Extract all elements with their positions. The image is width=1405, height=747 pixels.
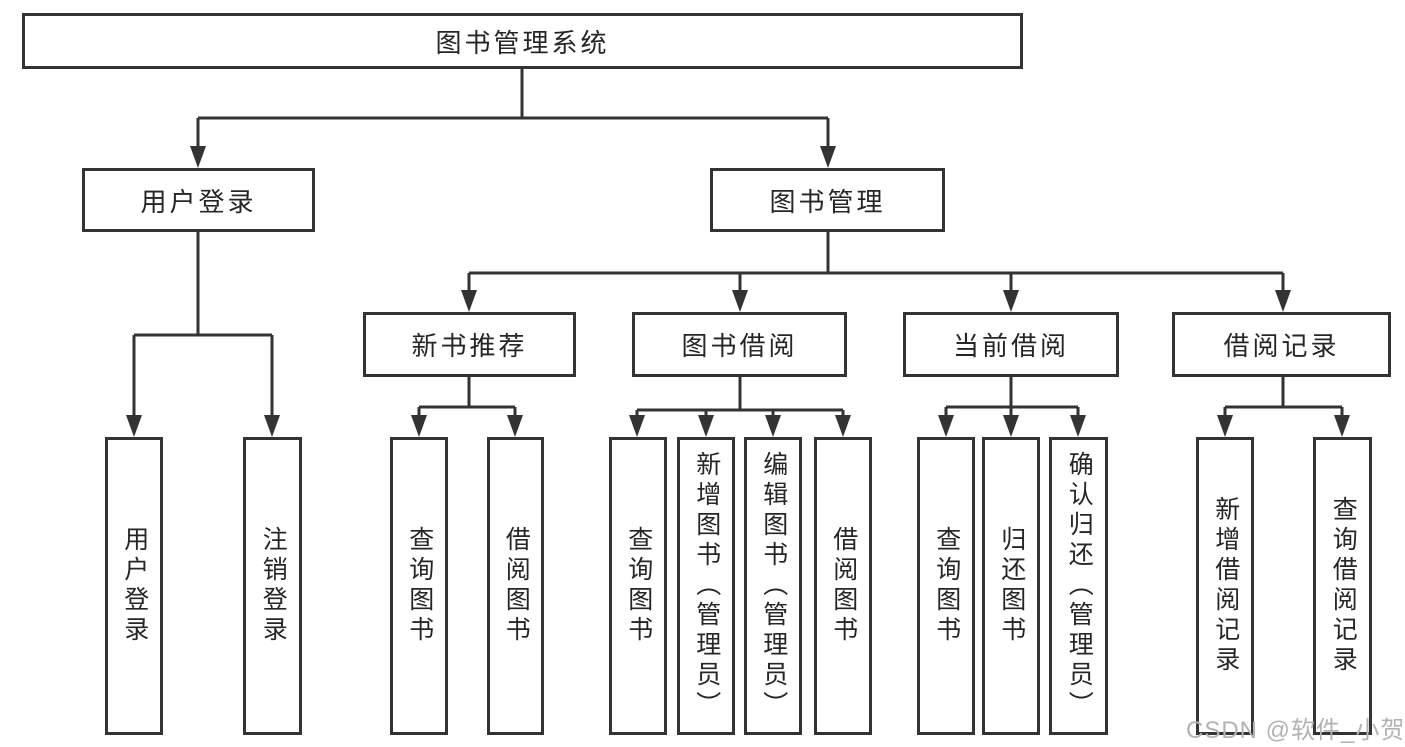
- node-label: 归还图书: [997, 526, 1026, 646]
- arrowhead: [461, 290, 477, 312]
- arrowhead: [1003, 415, 1019, 437]
- node-label: 确认归还（管理员）: [1065, 451, 1094, 721]
- arrowhead: [765, 415, 781, 437]
- arrowhead: [1003, 290, 1019, 312]
- leaf-logout: 注销登录: [243, 437, 302, 735]
- leaf-query-books-recommend: 查询图书: [390, 437, 448, 735]
- leaf-edit-books-admin: 编辑图书（管理员）: [744, 437, 802, 735]
- node-current-borrow: 当前借阅: [903, 312, 1119, 377]
- node-label: 新书推荐: [411, 331, 528, 361]
- node-label: 借阅图书: [502, 526, 531, 646]
- arrowhead: [698, 415, 714, 437]
- node-label: 查询图书: [624, 526, 653, 646]
- arrowhead: [126, 415, 142, 437]
- node-user-login-branch: 用户登录: [82, 168, 315, 232]
- arrowhead: [264, 415, 280, 437]
- node-book-borrow: 图书借阅: [632, 312, 847, 377]
- leaf-borrow-books: 借阅图书: [814, 437, 872, 735]
- leaf-return-books: 归还图书: [982, 437, 1040, 735]
- node-label: 新增图书（管理员）: [692, 451, 721, 721]
- node-label: 图书管理: [769, 186, 886, 217]
- leaf-add-books-admin: 新增图书（管理员）: [677, 437, 735, 735]
- node-label: 借阅图书: [829, 526, 858, 646]
- leaf-query-borrow-record: 查询借阅记录: [1313, 437, 1372, 735]
- arrowheads: [126, 146, 1350, 437]
- arrowhead: [507, 415, 523, 437]
- arrowhead: [1275, 290, 1291, 312]
- arrowhead: [820, 146, 836, 168]
- arrowhead: [411, 415, 427, 437]
- node-label: 查询借阅记录: [1329, 496, 1358, 676]
- node-root-system: 图书管理系统: [22, 13, 1023, 69]
- node-new-book-recommend: 新书推荐: [363, 312, 576, 377]
- arrowhead: [732, 290, 748, 312]
- node-borrow-records: 借阅记录: [1172, 312, 1391, 377]
- arrowhead: [190, 146, 206, 168]
- node-label: 新增借阅记录: [1211, 496, 1240, 676]
- leaf-user-login: 用户登录: [105, 437, 163, 735]
- arrowhead: [835, 415, 851, 437]
- leaf-query-books-borrow: 查询图书: [609, 437, 667, 735]
- leaf-borrow-books-recommend: 借阅图书: [487, 437, 544, 735]
- node-label: 查询图书: [405, 526, 434, 646]
- leaf-query-books-current: 查询图书: [917, 437, 975, 735]
- node-label: 图书管理系统: [435, 27, 610, 58]
- node-label: 借阅记录: [1223, 331, 1340, 361]
- node-book-management-branch: 图书管理: [710, 168, 945, 232]
- arrowhead: [1217, 415, 1233, 437]
- node-label: 图书借阅: [681, 331, 798, 361]
- leaf-confirm-return-admin: 确认归还（管理员）: [1049, 437, 1108, 735]
- arrowhead: [1334, 415, 1350, 437]
- node-label: 用户登录: [120, 526, 149, 646]
- node-label: 编辑图书（管理员）: [759, 451, 788, 721]
- arrowhead: [938, 415, 954, 437]
- arrowhead: [1070, 415, 1086, 437]
- node-label: 当前借阅: [952, 331, 1069, 361]
- leaf-add-borrow-record: 新增借阅记录: [1196, 437, 1254, 735]
- arrowhead: [629, 415, 645, 437]
- node-label: 查询图书: [932, 526, 961, 646]
- node-label: 用户登录: [140, 186, 257, 217]
- node-label: 注销登录: [259, 526, 288, 646]
